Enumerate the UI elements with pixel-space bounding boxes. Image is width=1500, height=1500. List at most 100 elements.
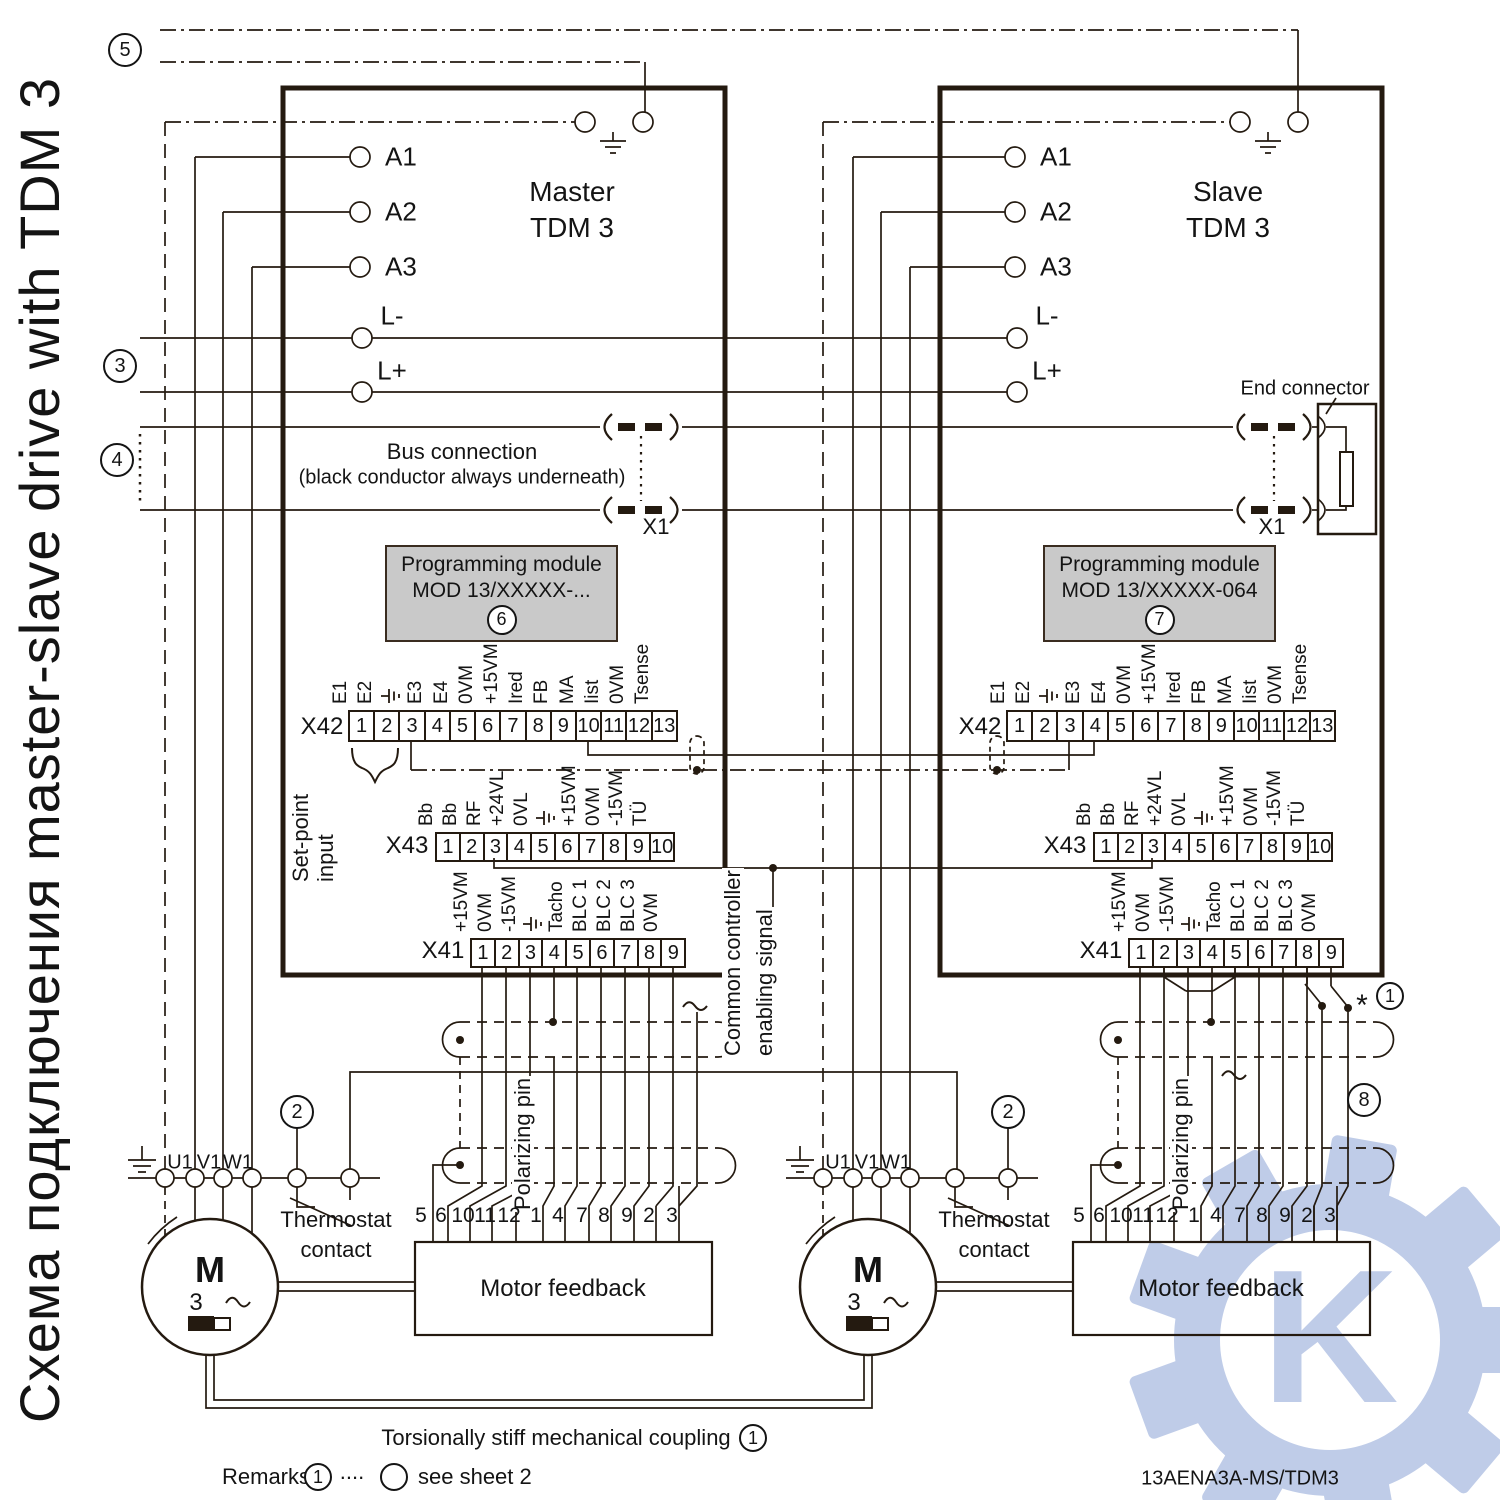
thermostat-wire (349, 1071, 958, 1169)
pin-signal-label: TÜ (630, 800, 652, 826)
master-name: Master (529, 176, 615, 207)
pin-signal-label: Bb (415, 802, 437, 826)
w1-label: W1 (881, 1151, 911, 1174)
terminal-cell: 6 (1132, 710, 1160, 742)
x41-label-master: X41 (421, 937, 465, 964)
pin-signal-label: 0VM (1240, 786, 1262, 826)
x1-label-master: X1 (642, 514, 670, 539)
feedback-pin-number: 6 (1093, 1204, 1105, 1227)
feedback-pin-number: 11 (474, 1204, 496, 1227)
terminal-cell: 1 (1093, 832, 1119, 862)
terminal-a2-label: A2 (1040, 196, 1072, 227)
terminal-cell: 12 (625, 710, 653, 742)
terminal-cell: 5 (565, 938, 591, 968)
master-extras (655, 966, 708, 1207)
callout-8: 8 (1347, 1083, 1381, 1117)
terminal-cell: 4 (541, 938, 568, 968)
terminal-cell: 2 (373, 710, 401, 742)
feedback-pin-number: 2 (643, 1204, 655, 1227)
terminal-cell: 5 (1106, 710, 1135, 742)
pin-signal-label: TÜ (1288, 800, 1310, 826)
feedback-pin-number: 4 (1210, 1204, 1222, 1227)
terminal-cell: 4 (506, 832, 533, 862)
terminal-cell: 8 (1182, 710, 1210, 742)
feedback-pin-number: 10 (1109, 1204, 1133, 1227)
feedback-pin-number: 12 (1155, 1204, 1179, 1227)
pin-signal-label: Ired (506, 671, 528, 704)
x41-label-slave: X41 (1079, 937, 1123, 964)
terminal-cell: 6 (588, 938, 615, 968)
pin-signal-label: +15VM (1216, 765, 1238, 826)
feedback-pin-number: 12 (497, 1204, 521, 1227)
callout-2-master: 2 (280, 1095, 314, 1129)
terminal-cell: 1 (435, 832, 461, 862)
page-title: Схема подключения master-slave drive wit… (8, 76, 71, 1424)
x1-label-slave: X1 (1258, 514, 1286, 539)
module-title: Programming module (1059, 552, 1260, 576)
callout-7: 7 (1144, 604, 1175, 635)
terminal-cell: 12 (1283, 710, 1311, 742)
feedback-pin-number: 2 (1301, 1204, 1313, 1227)
module-title: Programming module (401, 552, 602, 576)
svg-text:K: K (1261, 1231, 1398, 1443)
pin-signal-label: Tsense (1290, 643, 1312, 704)
motor-m-slave: M (853, 1249, 883, 1290)
pin-signal-label: Bb (1073, 802, 1095, 826)
terminal-cell: 11 (1258, 710, 1286, 742)
terminal-cell: 11 (600, 710, 628, 742)
pin-signal-label: E4 (1088, 680, 1110, 704)
coupling-label: Torsionally stiff mechanical coupling (381, 1425, 731, 1450)
pin-signal-label: 0VM (455, 664, 477, 704)
terminal-lplus-label: L+ (377, 355, 407, 386)
pin-signal-label: Iist (581, 679, 603, 704)
pin-signal-label: E1 (987, 680, 1009, 704)
slave-name-2: TDM 3 (1186, 212, 1270, 243)
terminal-cell: 4 (1199, 938, 1226, 968)
terminal-cell: 7 (499, 710, 527, 742)
pin-signal-label: 0VM (1113, 664, 1135, 704)
master-box (280, 85, 728, 978)
feedback-pin-number: 5 (1073, 1204, 1085, 1227)
v1-label: V1 (196, 1151, 222, 1174)
pin-signal-label: Bb (1097, 802, 1119, 826)
terminal-cell: 1 (1128, 938, 1154, 968)
thermostat-label-slave: Thermostat (938, 1207, 1050, 1232)
remarks-dots: .... (339, 1459, 365, 1484)
terminal-cell: 2 (1116, 832, 1143, 862)
terminal-a3-label: A3 (385, 251, 417, 282)
terminal-cell: 13 (1308, 710, 1336, 742)
terminal-cell: 3 (1140, 832, 1167, 862)
pin-signal-label: +15VM (558, 765, 580, 826)
pin-signal-label: E3 (405, 680, 427, 704)
pin-signal-label: E4 (430, 680, 452, 704)
callout-1-jumper: 1 (1376, 982, 1404, 1010)
terminal-cell: 6 (474, 710, 502, 742)
terminal-cell: 7 (577, 832, 604, 862)
ground-icon (523, 917, 543, 931)
ground-terminals (574, 111, 1309, 133)
callout-1: 1 (739, 1424, 767, 1452)
pin-signal-label: 0VM (1299, 892, 1321, 932)
feedback-pin-number: 9 (1279, 1204, 1291, 1227)
ground-icon (1193, 811, 1213, 825)
terminal-cell: 1 (1006, 710, 1034, 742)
bus-lines (140, 426, 1318, 511)
master-name-2: TDM 3 (530, 212, 614, 243)
pin-signal-label (1193, 810, 1214, 826)
callout-5: 5 (108, 33, 142, 67)
terminal-cell: 10 (1232, 710, 1261, 742)
pin-signal-label (1181, 916, 1201, 932)
pin-signal-label (535, 810, 556, 826)
motor-phase-master: 3 (189, 1289, 203, 1316)
terminal-cell: 5 (1223, 938, 1249, 968)
terminal-cell: 8 (601, 832, 628, 862)
pin-signal-label: FB (531, 679, 553, 704)
callout-1-remarks: 1 (304, 1463, 332, 1491)
callout-4: 4 (100, 443, 134, 477)
x42-label-slave: X42 (958, 713, 1002, 740)
end-connector (1316, 397, 1378, 536)
pin-signal-label: 0VM (1265, 664, 1287, 704)
